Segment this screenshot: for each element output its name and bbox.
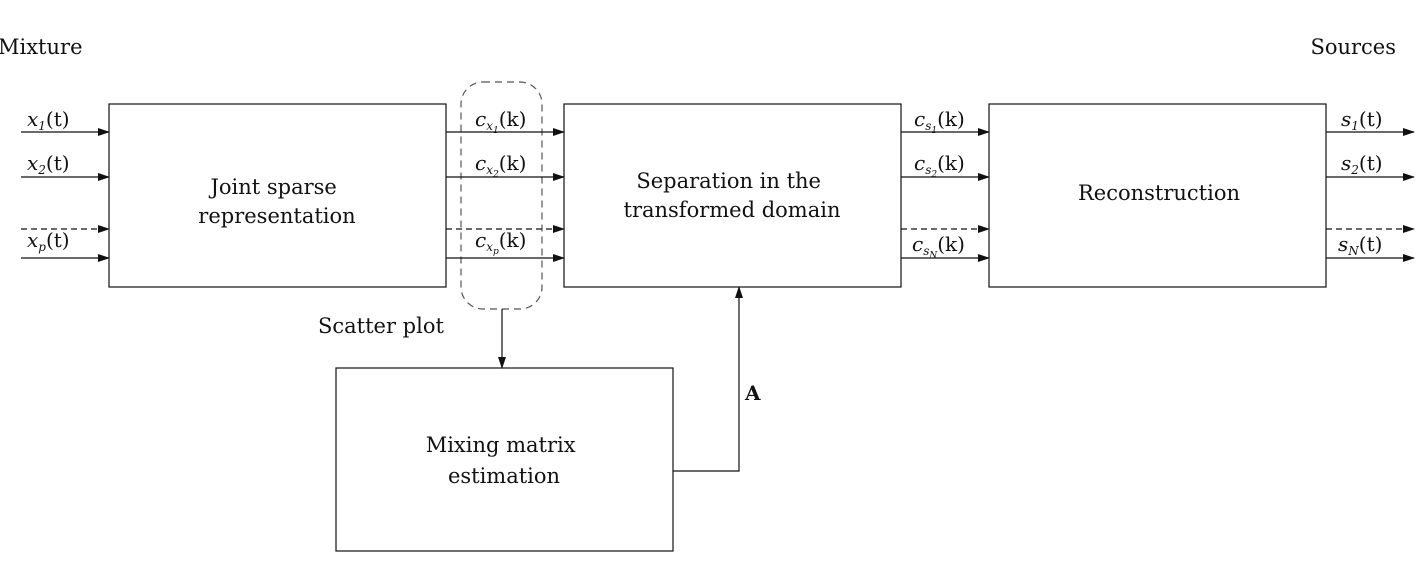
reconstruction-label: Reconstruction <box>1078 181 1240 205</box>
joint-sparse-label: Joint sparse representation <box>198 175 355 228</box>
separation-block <box>563 103 902 288</box>
output-label-s2: s2(t) <box>1341 151 1383 177</box>
mixing-matrix-block <box>335 367 674 552</box>
sources-header: Sources <box>1310 35 1396 59</box>
scatter-plot-enclosure <box>460 81 543 310</box>
output-label-s1: s1(t) <box>1341 107 1383 133</box>
input-label-xp: xp(t) <box>27 228 70 254</box>
matrix-a-label: A <box>744 381 761 405</box>
input-label-x2: x2(t) <box>27 151 70 177</box>
matrix-a-arrow <box>673 286 743 472</box>
mixture-header: Mixture <box>0 35 83 59</box>
cs-label-2: cs2(k) <box>914 151 965 180</box>
joint-sparse-block <box>108 103 447 288</box>
output-label-sn: sN(t) <box>1338 232 1382 258</box>
cx-label-2: cx2(k) <box>475 151 526 180</box>
separation-label: Separation in the transformed domain <box>624 169 841 222</box>
scatter-plot-label: Scatter plot <box>318 314 444 338</box>
cx-label-p: cxp(k) <box>475 228 526 257</box>
mixing-matrix-label: Mixing matrix estimation <box>426 433 583 488</box>
cs-label-1: cs1(k) <box>914 107 965 136</box>
reconstruction-block <box>988 103 1327 288</box>
cx-label-1: cx1(k) <box>475 107 526 136</box>
cs-label-n: csN(k) <box>912 232 965 261</box>
input-label-x1: x1(t) <box>27 107 70 133</box>
